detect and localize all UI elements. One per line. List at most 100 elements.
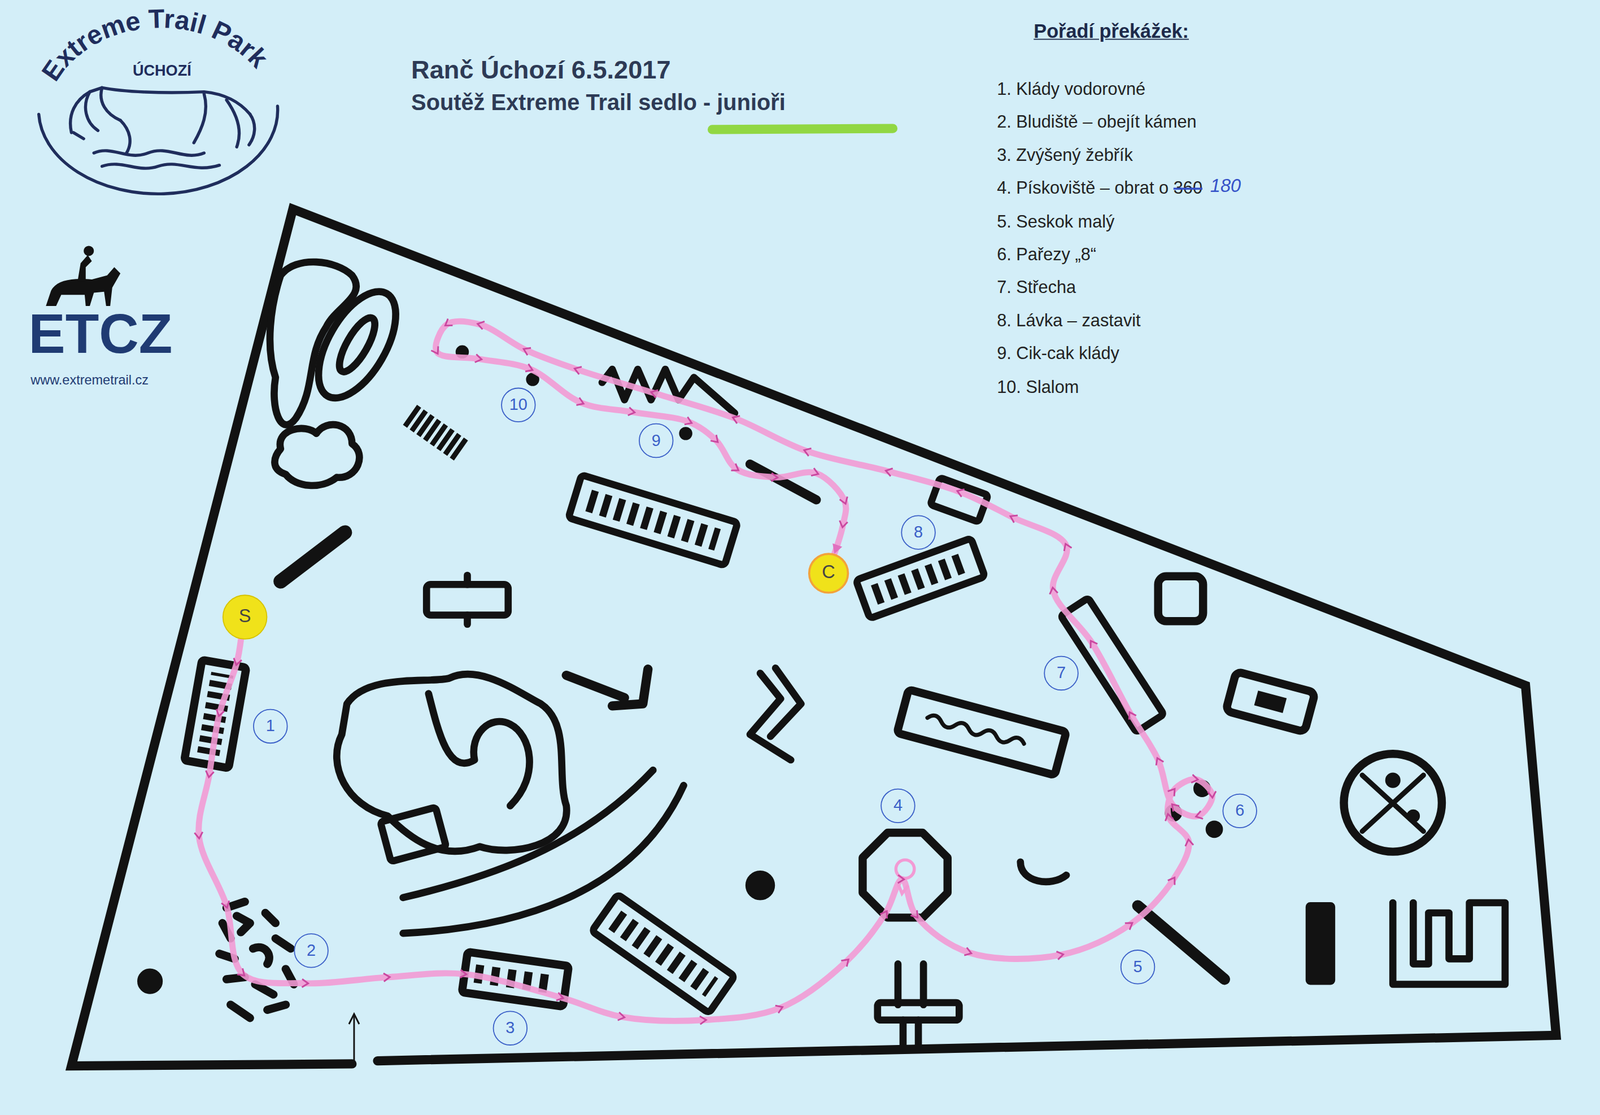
logo — [73, 120, 130, 154]
slalom-log — [410, 415, 464, 453]
roof — [1060, 598, 1164, 733]
round-pen — [1344, 753, 1442, 852]
callout-circle: 9 — [638, 423, 674, 459]
callout-circle: 6 — [1222, 794, 1257, 829]
rider-logo — [83, 245, 94, 256]
pond — [336, 674, 567, 852]
entrance-arrow — [349, 1014, 360, 1062]
round-pen — [1344, 753, 1442, 852]
roof — [1060, 598, 1164, 733]
logo — [38, 87, 278, 194]
map-title: Ranč Úchozí 6.5.2017 — [411, 55, 671, 85]
bushes — [274, 424, 360, 486]
obstacle-list-item: 1. Klády vodorovné — [996, 79, 1146, 100]
website: www.extremetrail.cz — [30, 373, 149, 389]
track — [403, 770, 654, 898]
logo-text: ETCZ — [28, 306, 173, 362]
callout-circle: 5 — [1120, 949, 1155, 985]
bridge — [380, 807, 447, 862]
ladder — [568, 474, 738, 566]
ladder — [591, 894, 735, 1014]
zigzag-logs — [602, 369, 735, 414]
table — [877, 1003, 960, 1021]
ladder — [588, 500, 718, 541]
bench — [463, 615, 472, 625]
round-pen — [1407, 810, 1420, 823]
ladder — [568, 474, 738, 566]
list-heading: Pořadí překážek: — [1033, 20, 1189, 43]
l-obstacle — [566, 669, 649, 706]
park-boundary — [71, 208, 1556, 1067]
stump — [1206, 821, 1223, 838]
entrance-arrow — [353, 1016, 356, 1062]
bushes — [269, 262, 412, 486]
obstacle-list-item: 3. Zvýšený žebřík — [996, 145, 1133, 166]
box — [1225, 671, 1315, 732]
bushes — [302, 279, 412, 411]
stone — [746, 871, 775, 901]
box — [1158, 576, 1203, 622]
wall — [1306, 903, 1336, 985]
bridge — [380, 807, 447, 862]
log — [1020, 862, 1067, 883]
callout-number: 8 — [913, 523, 923, 542]
callout-number: 7 — [1056, 664, 1066, 683]
chevron-logs — [750, 668, 801, 761]
obstacle-list-item: 10. Slalom — [996, 377, 1079, 398]
sandpit — [862, 833, 948, 918]
logo — [38, 106, 278, 194]
rider-logo — [77, 255, 92, 282]
obstacle-list-item: 4. Pískoviště – obrat o — [996, 179, 1169, 199]
obstacle-list-item: 5. Seskok malý — [996, 211, 1115, 232]
start-finish-marker: C — [808, 552, 849, 594]
callout-circle: 4 — [880, 788, 915, 824]
log — [280, 532, 346, 582]
callout-number: 3 — [505, 1019, 515, 1038]
ladder — [874, 561, 967, 596]
box — [1225, 671, 1315, 732]
callout-number: 9 — [651, 432, 661, 451]
bench — [426, 584, 509, 616]
callout-circle: 1 — [253, 709, 288, 744]
callout-number: 6 — [1235, 801, 1245, 821]
obstacle-list-item: 7. Střecha — [996, 277, 1076, 298]
callout-circle: 2 — [293, 933, 329, 969]
handwritten-value: 180 — [1210, 175, 1241, 197]
round-pen — [1385, 773, 1401, 788]
start-finish-marker: S — [222, 594, 268, 640]
logo — [93, 150, 220, 169]
turn-mark — [895, 860, 915, 879]
box — [1254, 691, 1286, 713]
logo — [85, 87, 255, 147]
callout-circle: 10 — [500, 387, 536, 423]
ladder — [855, 538, 985, 619]
struck-value: 360 — [1173, 179, 1203, 199]
maze — [1392, 903, 1506, 985]
callout-circle: 3 — [493, 1010, 528, 1046]
callout-number: S — [238, 607, 252, 628]
callout-circle: 8 — [900, 515, 936, 550]
ladder — [591, 894, 735, 1014]
stone — [137, 969, 163, 994]
table — [877, 964, 960, 1046]
bench — [426, 575, 509, 625]
subtitle: Soutěž Extreme Trail sedlo - junioři — [411, 89, 786, 116]
pond-path — [428, 694, 530, 807]
post — [679, 427, 692, 440]
obstacle-list-item: 9. Cik-cak klády — [996, 343, 1120, 364]
water-box — [896, 689, 1067, 776]
raised-ladder — [461, 952, 569, 1007]
callout-circle: 7 — [1043, 656, 1079, 691]
ladder — [615, 920, 713, 988]
entrance-arrow — [349, 1014, 360, 1025]
drop — [1138, 905, 1225, 980]
callout-number: 4 — [893, 796, 903, 815]
callout-number: 10 — [509, 395, 528, 414]
logo-arc-text: Extreme Trail Park — [35, 3, 275, 87]
obstacle-list-item: 8. Lávka – zastavit — [996, 311, 1141, 331]
callout-number: 2 — [306, 942, 316, 961]
obstacle-list-item: 2. Bludiště – obejít kámen — [996, 112, 1197, 133]
